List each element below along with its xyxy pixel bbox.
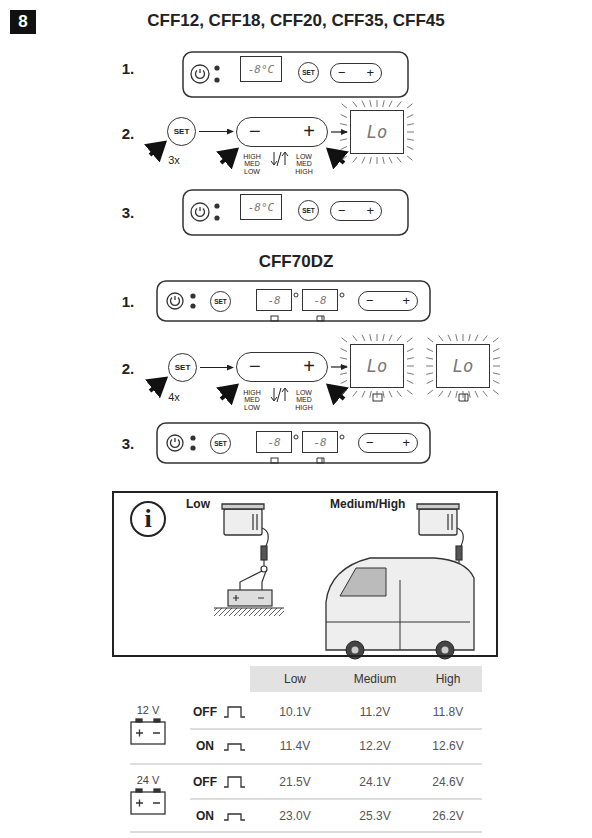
- node-text: +: [402, 435, 410, 450]
- step-arrow: [331, 131, 347, 132]
- step-number: 2.: [122, 360, 135, 377]
- table-cell: 24.6V: [432, 775, 463, 789]
- minus-plus-button: −+: [330, 63, 382, 83]
- minus-plus-button: −+: [236, 117, 328, 147]
- node-text: Low: [186, 497, 210, 511]
- node-text: −: [366, 435, 374, 450]
- node-text: +: [303, 120, 315, 143]
- level-list: HIGH MED LOW: [243, 389, 261, 411]
- table-cell: 25.3V: [359, 809, 390, 823]
- node-text: -8: [267, 294, 280, 307]
- info-icon: i: [130, 501, 166, 537]
- display: Lo: [350, 110, 404, 154]
- level-list: LOW MED HIGH: [295, 389, 313, 411]
- node-text: +: [402, 293, 410, 308]
- level-list: LOW MED HIGH: [295, 153, 313, 175]
- node-text: +: [366, 65, 374, 80]
- battery-voltage: 24 V: [137, 774, 160, 786]
- table-cell: 21.5V: [279, 775, 310, 789]
- info-box: Low Medium/High i: [112, 491, 498, 657]
- display: -8: [302, 431, 338, 453]
- node-text: SET: [214, 298, 227, 305]
- display: -8°C: [240, 194, 282, 220]
- step-number: 2.: [122, 125, 135, 142]
- set-button: SET: [168, 353, 197, 382]
- minus-plus-button: −+: [358, 291, 418, 311]
- node-text: -8: [313, 436, 326, 449]
- model-heading: CFF70DZ: [259, 252, 334, 272]
- display: Lo: [350, 344, 404, 388]
- node-text: Lo: [453, 356, 473, 376]
- display: -8: [256, 431, 292, 453]
- node-text: −: [338, 65, 346, 80]
- section-number: 8: [10, 10, 36, 34]
- display: -8°C: [240, 56, 282, 82]
- node-text: SET: [175, 363, 191, 372]
- step-number: 3.: [122, 204, 135, 221]
- column-header: Medium: [354, 672, 397, 686]
- battery-voltage: 12 V: [137, 704, 160, 716]
- node-text: Lo: [367, 356, 387, 376]
- table-cell: 24.1V: [359, 775, 390, 789]
- node-text: Medium/High: [330, 497, 405, 511]
- node-text: Lo: [367, 122, 387, 142]
- minus-plus-button: −+: [358, 433, 418, 453]
- node-text: −: [249, 355, 261, 378]
- press-count: 4x: [168, 391, 180, 403]
- node-text: -8: [313, 294, 326, 307]
- table-cell: 23.0V: [279, 809, 310, 823]
- node-text: SET: [302, 69, 315, 76]
- switch-state: OFF: [193, 705, 217, 719]
- switch-state: ON: [196, 739, 214, 753]
- table-cell: 11.8V: [433, 705, 463, 719]
- node-text: SET: [174, 127, 190, 136]
- step-arrow: [199, 131, 233, 132]
- table-cell: 26.2V: [432, 809, 463, 823]
- press-count: 3x: [168, 154, 180, 166]
- set-button: SET: [298, 62, 319, 83]
- column-header: High: [436, 672, 461, 686]
- set-button: SET: [298, 200, 319, 221]
- node-text: -8°C: [248, 63, 275, 76]
- switch-state: ON: [196, 809, 214, 823]
- switch-state: OFF: [193, 775, 217, 789]
- node-text: −: [249, 120, 261, 143]
- minus-plus-button: −+: [330, 201, 382, 221]
- node-text: 8: [18, 12, 27, 32]
- set-button: SET: [210, 291, 231, 312]
- node-text: −: [338, 203, 346, 218]
- step-number: 1.: [122, 293, 135, 310]
- step-number: 3.: [122, 435, 135, 452]
- page-title: CFF12, CFF18, CFF20, CFF35, CFF45: [0, 11, 592, 31]
- node-text: +: [366, 203, 374, 218]
- node-text: -8: [267, 436, 280, 449]
- step-number: 1.: [122, 60, 135, 77]
- display: Lo: [436, 344, 490, 388]
- table-cell: 10.1V: [279, 705, 310, 719]
- display: -8: [302, 289, 338, 311]
- node-text: +: [303, 355, 315, 378]
- step-arrow: [200, 367, 233, 368]
- node-text: -8°C: [248, 201, 275, 214]
- table-cell: 12.2V: [359, 739, 390, 753]
- display: -8: [256, 289, 292, 311]
- table-cell: 11.2V: [360, 705, 390, 719]
- level-list: HIGH MED LOW: [243, 153, 261, 175]
- set-button: SET: [210, 433, 231, 454]
- node-text: −: [366, 293, 374, 308]
- table-cell: 12.6V: [432, 739, 463, 753]
- node-text: SET: [302, 207, 315, 214]
- node-text: i: [144, 504, 151, 534]
- step-arrow: [331, 366, 347, 367]
- node-text: SET: [214, 440, 227, 447]
- table-cell: 11.4V: [280, 739, 310, 753]
- column-header: Low: [284, 672, 306, 686]
- set-button: SET: [167, 117, 196, 146]
- minus-plus-button: −+: [236, 352, 328, 382]
